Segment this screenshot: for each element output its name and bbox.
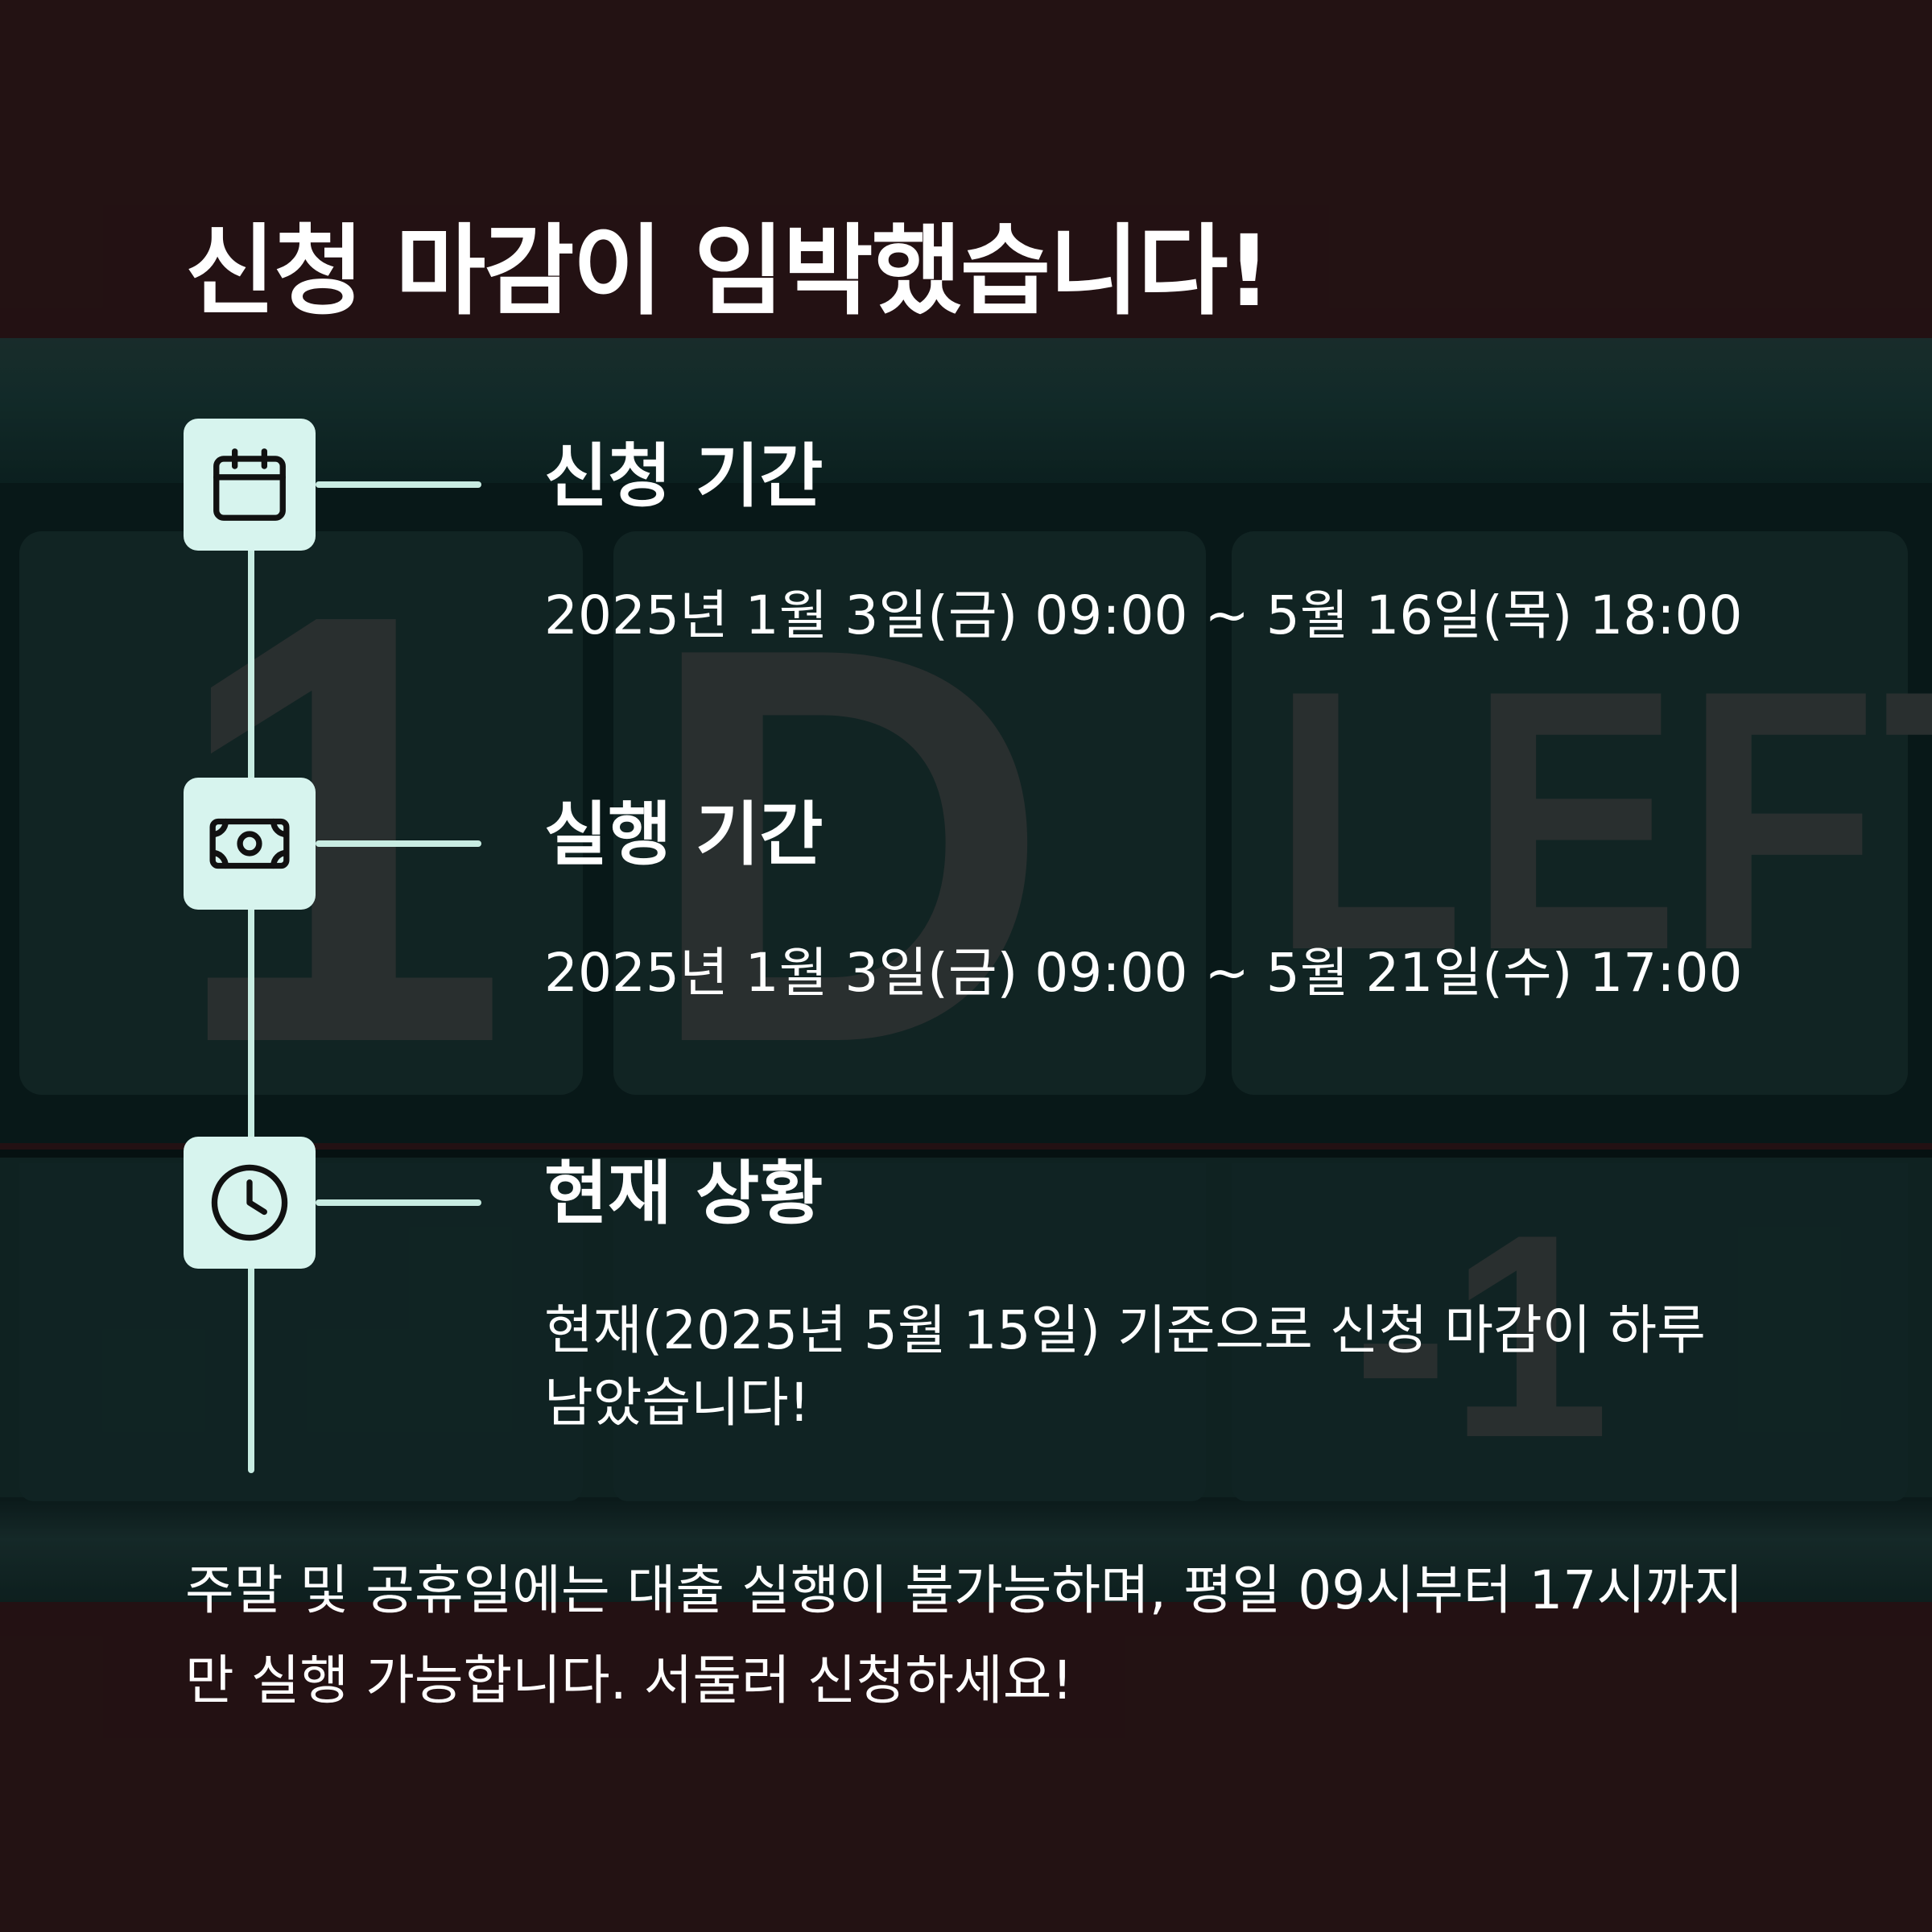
background-glyph: -1 — [1352, 1174, 1611, 1498]
flip-tile — [1232, 1163, 1908, 1501]
flip-board-rim — [0, 338, 1932, 483]
clock-icon — [211, 1164, 288, 1241]
money-icon — [209, 818, 290, 869]
timeline-connector — [316, 1199, 481, 1206]
timeline-connector — [316, 481, 481, 488]
step-title: 현재 상황 — [544, 1154, 824, 1234]
flip-tile — [1232, 531, 1908, 1095]
step-icon-box — [184, 1137, 316, 1269]
page-title: 신청 마감이 임박했습니다! — [185, 214, 1271, 328]
timeline-line — [248, 483, 254, 1473]
timeline-connector — [316, 840, 481, 847]
calendar-icon — [213, 448, 286, 521]
background-glyph: LEFT — [1272, 614, 1932, 1027]
flip-board-bottom-rim — [0, 1497, 1932, 1602]
flip-board-seam — [0, 1150, 1932, 1158]
step-text: 현재(2025년 5월 15일) 기준으로 신청 마감이 하루 남았습니다! — [544, 1299, 1706, 1434]
flip-tile — [613, 531, 1206, 1095]
footer-note: 주말 및 공휴일에는 대출 실행이 불가능하며, 평일 09시부터 17시까지만… — [185, 1559, 1744, 1712]
step-title: 실행 기간 — [544, 795, 824, 875]
background-glyph: D — [644, 530, 1051, 1160]
flip-tile — [613, 1163, 1206, 1501]
step-icon-box — [184, 778, 316, 910]
step-title: 신청 기간 — [544, 436, 824, 517]
step-icon-box — [184, 419, 316, 551]
step-text: 2025년 1월 3일(금) 09:00 ~ 5월 21일(수) 17:00 — [544, 942, 1743, 1004]
step-text: 2025년 1월 3일(금) 09:00 ~ 5월 16일(목) 18:00 — [544, 584, 1743, 646]
